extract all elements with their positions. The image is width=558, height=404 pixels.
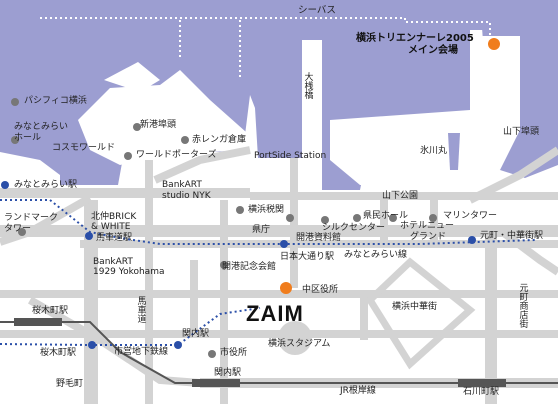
label-silk-center: シルクセンター	[322, 223, 386, 233]
label-kenmin-hall: 県民ホール	[363, 211, 409, 221]
label-kitanaka-2: & WHITE	[91, 222, 131, 232]
road-mid	[0, 290, 558, 298]
seabus-route	[40, 17, 491, 40]
station-nihon-odori-marker	[280, 240, 288, 248]
label-shinko-pier: 新港埠頭	[140, 120, 177, 130]
road-south	[90, 330, 558, 338]
label-hotel-new-grand-1: ホテルニュー	[400, 221, 455, 231]
label-minatomirai-station: みなとみらい駅	[14, 180, 78, 190]
label-archives: 開港資料館	[296, 233, 342, 243]
osanbashi-pier	[305, 40, 320, 140]
label-bankart-1929-1: BankART	[93, 257, 133, 267]
label-nihon-odori-station: 日本大通り駅	[280, 252, 335, 262]
yamashita-pier	[474, 36, 520, 170]
label-minatomirai-line: みなとみらい線	[344, 250, 408, 260]
label-kitanaka-1: 北仲BRICK	[91, 212, 137, 222]
label-bankart-nyk-1: BankART	[162, 180, 202, 190]
venue-main-marker	[488, 38, 500, 50]
label-motomachi-station: 元町・中華街駅	[480, 231, 544, 241]
road-diag-3	[468, 146, 558, 204]
road-diag-1	[0, 194, 92, 246]
label-bashamichi-street: 馬車道	[135, 296, 146, 323]
label-landmark-2: タワー	[4, 224, 32, 234]
label-naka-ward-office: 中区役所	[302, 285, 339, 295]
harbor-water	[0, 0, 558, 190]
label-memorial-hall: 開港記念会館	[222, 262, 277, 272]
road-bashamichi	[145, 160, 153, 404]
shinko-pier	[78, 70, 255, 165]
road-minor-4	[360, 290, 368, 340]
label-world-porters: ワールドポーターズ	[136, 150, 217, 160]
label-customs: 横浜税関	[248, 205, 285, 215]
label-venue-sub: メイン会場	[408, 45, 458, 56]
label-minatomirai-hall-1: みなとみらい	[14, 122, 69, 132]
road-diag-5	[28, 296, 201, 387]
label-landmark-1: ランドマーク	[4, 213, 59, 223]
label-bankart-nyk-2: studio NYK	[162, 191, 211, 201]
sakuragicho-platform-jr	[14, 318, 62, 326]
road-shinko	[84, 200, 98, 404]
road-motomachi	[485, 230, 497, 404]
label-pacifico: パシフィコ横浜	[24, 96, 87, 106]
label-motomachi-shopping: 元町商店街	[517, 283, 528, 328]
seabus-route-branch	[179, 20, 241, 80]
pier-tip	[104, 62, 160, 92]
ishikawacho-platform	[458, 379, 506, 387]
label-yamashita-park: 山下公園	[382, 191, 419, 201]
label-jr-negishi: JR根岸線	[340, 386, 376, 396]
label-seabus: シーバス	[298, 5, 336, 16]
label-marine-tower: マリンタワー	[443, 211, 498, 221]
label-prefectural-office: 県庁	[252, 225, 271, 235]
label-venue-title: 横浜トリエンナーレ2005	[356, 33, 474, 44]
label-kannai-subway: 関内駅	[182, 329, 210, 339]
road-yamashita	[250, 192, 558, 200]
station-markers	[1, 181, 476, 349]
label-red-brick: 赤レンガ倉庫	[192, 135, 247, 145]
diagonal-roads	[0, 146, 558, 387]
road-kannai	[220, 200, 228, 404]
poi-markers	[11, 98, 437, 358]
label-ishikawacho: 石川町駅	[463, 387, 500, 397]
label-city-hall: 市役所	[220, 348, 248, 358]
label-bashamichi-station: 馬車道駅	[96, 233, 133, 243]
label-chinatown: 横浜中華街	[392, 302, 438, 312]
label-municipal-subway: 市営地下鉄線	[114, 347, 169, 357]
subway-line	[0, 307, 261, 346]
road-diag-2	[153, 146, 251, 184]
label-hotel-new-grand-2: グランド	[410, 232, 447, 242]
piers	[78, 36, 520, 185]
station-minatomirai-marker	[1, 181, 9, 189]
label-yamashita-pier: 山下埠頭	[503, 127, 540, 137]
road-minor-1	[380, 200, 388, 240]
label-portside: PortSide Station	[254, 151, 327, 161]
road-main-horizontal	[0, 225, 558, 237]
label-osanbashi: 大桟橋	[302, 72, 313, 99]
station-motomachi-marker	[468, 236, 476, 244]
road-odori	[290, 158, 298, 288]
label-zaim: ZAIM	[246, 301, 304, 326]
label-cosmo-world: コスモワールド	[52, 143, 116, 153]
label-sakuragicho-jr: 桜木町駅	[32, 306, 69, 316]
road-sakuragi	[0, 330, 90, 338]
stadium-shape	[278, 321, 312, 355]
station-sakuragicho-marker	[88, 341, 96, 349]
ship-hikawamaru	[448, 133, 460, 170]
label-bankart-1929-2: 1929 Yokohama	[93, 267, 165, 277]
label-minatomirai-hall-2: ホール	[14, 133, 42, 143]
road-minatomirai	[0, 188, 250, 198]
label-hikawamaru: 氷川丸	[420, 146, 448, 156]
road-minor-3	[190, 260, 198, 330]
label-stadium: 横浜スタジアム	[268, 339, 331, 349]
venue-zaim-marker	[280, 282, 292, 294]
label-kannai-jr: 関内駅	[214, 368, 242, 378]
station-bashamichi-marker	[85, 232, 93, 240]
label-sakuragicho-subway: 桜木町駅	[40, 348, 77, 358]
station-kannai-marker	[174, 341, 182, 349]
label-noge: 野毛町	[56, 379, 84, 389]
kannai-platform-jr	[192, 379, 240, 387]
chinatown-roads	[365, 257, 476, 370]
